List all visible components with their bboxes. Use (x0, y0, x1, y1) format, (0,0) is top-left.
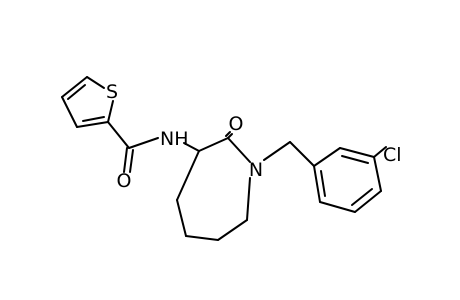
ring-c5-c4 (176, 199, 187, 237)
benzene-double-1 (341, 155, 369, 164)
nh-c3-bond (183, 142, 200, 152)
ring-c7-c6 (217, 219, 248, 241)
bond-lines (61, 76, 387, 241)
carbonyl-nh-bond (128, 137, 159, 149)
ring-n1-c7 (246, 177, 251, 221)
benzene-bond-4 (354, 190, 382, 213)
atom-label-amide-nitrogen: NH (160, 128, 189, 150)
benzene-bond-5 (319, 201, 356, 213)
benzene-bond-1 (313, 147, 341, 167)
atom-label-ring-nitrogen: N (249, 159, 263, 181)
thiophene-bond-2 (61, 76, 88, 98)
benzene-bond-3 (373, 156, 382, 192)
atom-label-sulfur: S (106, 81, 118, 103)
ring-c4-c3 (176, 150, 200, 201)
thiophene-bond-5 (107, 100, 114, 123)
benzene-bond-2 (339, 147, 375, 158)
benzene-bond-6 (313, 165, 321, 203)
atom-label-chlorine: Cl (383, 144, 402, 166)
atom-labels: S NH O O N Cl (106, 81, 402, 192)
thiophene-double-2 (82, 116, 105, 122)
thiophene-double-1 (67, 84, 86, 100)
atom-label-lactam-oxygen: O (229, 113, 244, 135)
ring-c6-c5 (185, 235, 219, 241)
thiophene-bond-1 (86, 76, 105, 89)
benzene-double-3 (320, 170, 326, 197)
thiophene-bond-3 (61, 96, 78, 128)
lactam-co-bond-2 (225, 131, 231, 137)
c2-carbonyl-bond (107, 121, 130, 149)
ring-c3-c2 (198, 137, 229, 152)
n1-ch2-bond (263, 141, 291, 161)
lactam-co-bond-1 (227, 133, 233, 139)
ch2-aryl-bond (289, 141, 315, 167)
c-cl-bond (373, 146, 387, 158)
atom-label-amide-oxygen: O (117, 170, 132, 192)
thiophene-bond-4 (76, 121, 109, 128)
ring-c2-n1 (227, 137, 251, 163)
amide-co-bond-1 (123, 147, 128, 173)
amide-co-bond-2 (129, 149, 134, 173)
benzene-double-2 (351, 188, 373, 206)
